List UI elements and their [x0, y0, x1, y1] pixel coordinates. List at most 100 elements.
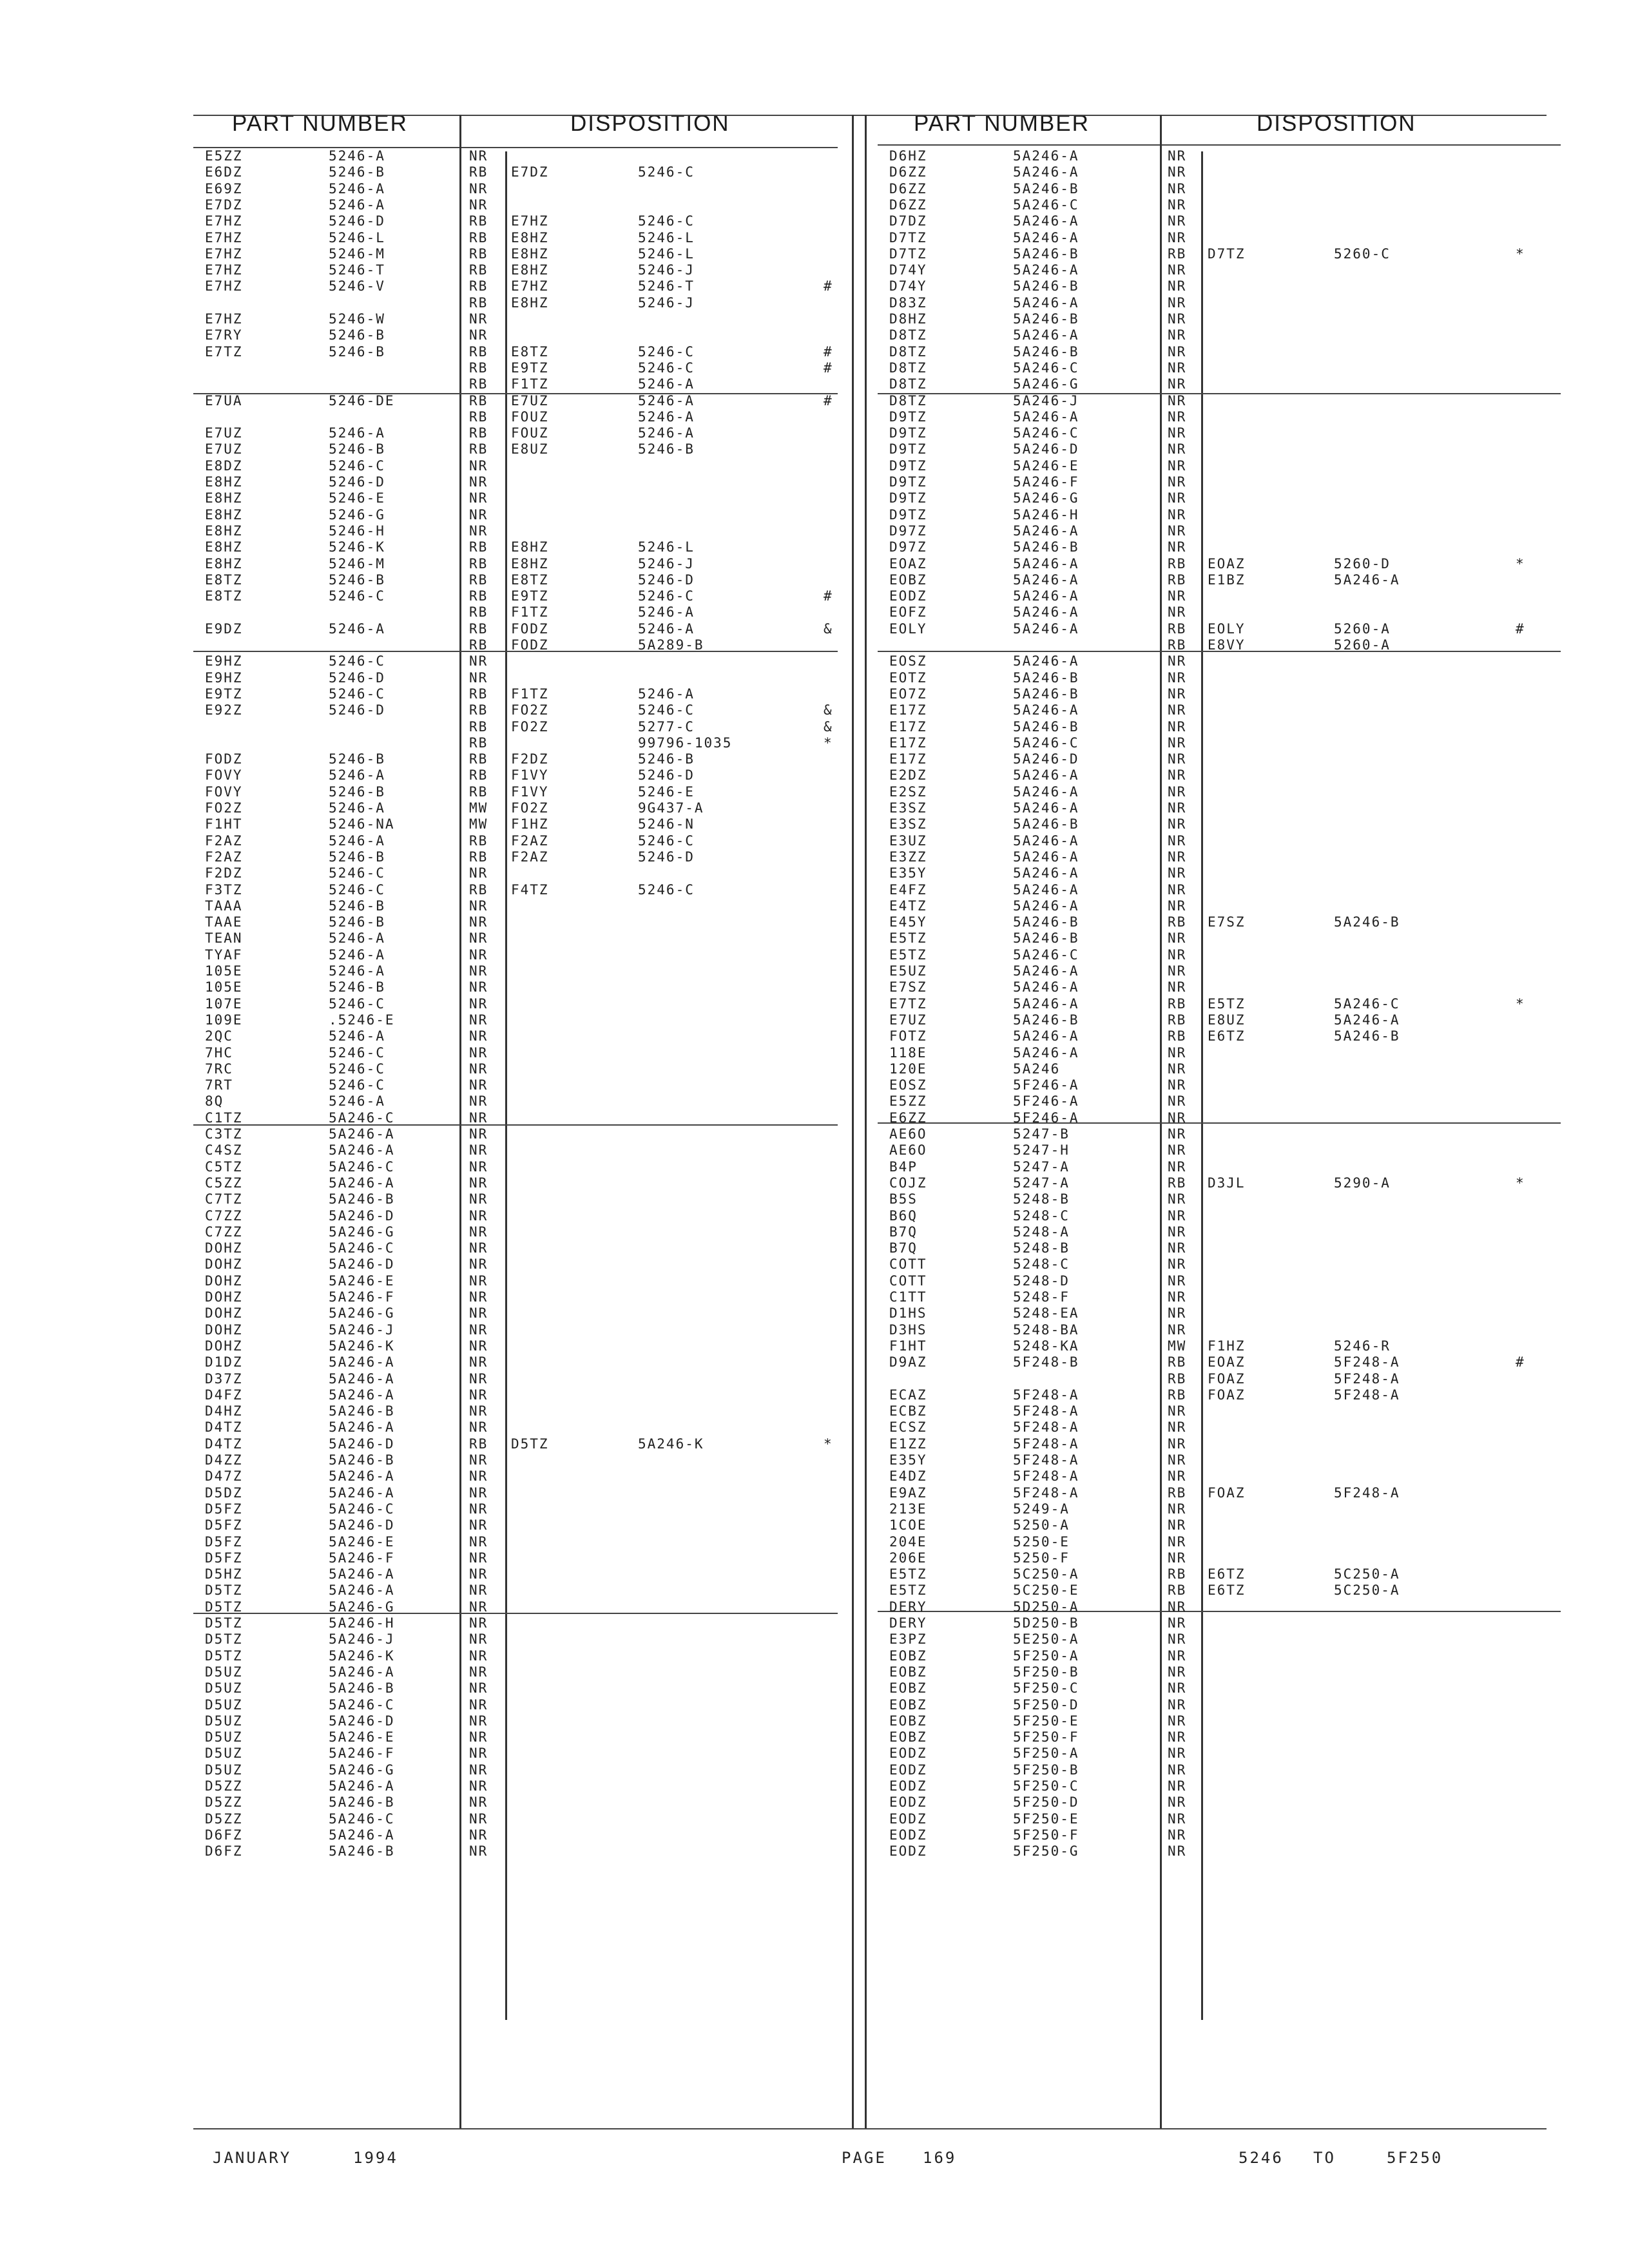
part-prefix: 118E — [889, 1044, 927, 1061]
disposition-code: NR — [469, 1811, 488, 1827]
replacement-number: 5290-A — [1334, 1175, 1391, 1191]
disposition-code: NR — [469, 311, 488, 327]
part-prefix: E8HZ — [205, 539, 243, 555]
disposition-code: NR — [469, 1501, 488, 1517]
part-prefix: EODZ — [889, 1778, 927, 1794]
disposition-code: NR — [469, 1729, 488, 1745]
part-prefix: EODZ — [889, 1843, 927, 1860]
disposition-code: RB — [469, 620, 488, 637]
replacement-prefix: E8HZ — [511, 229, 549, 245]
part-number: 5F248-A — [1013, 1419, 1079, 1436]
part-number: 5246-E — [329, 490, 385, 506]
replacement-prefix: FOUZ — [511, 408, 549, 425]
header-bottom-rule-left — [193, 147, 838, 148]
note-mark: * — [824, 735, 833, 751]
disposition-code: NR — [1168, 1745, 1187, 1762]
replacement-prefix: FO2Z — [511, 800, 549, 816]
part-prefix: E3UZ — [889, 832, 927, 849]
part-prefix: 204E — [889, 1533, 927, 1550]
disposition-code: NR — [469, 1191, 488, 1207]
part-prefix: D9AZ — [889, 1354, 927, 1370]
part-prefix: TEAN — [205, 930, 243, 947]
disposition-code: NR — [469, 1664, 488, 1680]
disposition-code: RB — [469, 718, 488, 735]
disposition-code: NR — [469, 457, 488, 474]
part-number: 5A246 — [1013, 1061, 1061, 1077]
disposition-code: NR — [1168, 1550, 1187, 1566]
part-number: 5246-C — [329, 686, 385, 702]
part-prefix: E4TZ — [889, 898, 927, 914]
part-number: 5A246-H — [1013, 506, 1079, 523]
disposition-code: NR — [469, 1582, 488, 1599]
disposition-code: NR — [1168, 457, 1187, 474]
part-number: 5248-BA — [1013, 1321, 1079, 1338]
part-prefix: EO7Z — [889, 686, 927, 702]
replacement-number: 5246-D — [638, 572, 695, 588]
disposition-code: NR — [1168, 1843, 1187, 1860]
part-number: 5A246-A — [329, 1468, 395, 1485]
replacement-prefix: FOAZ — [1208, 1370, 1246, 1387]
disposition-code: NR — [1168, 1778, 1187, 1794]
part-prefix: E3PZ — [889, 1631, 927, 1648]
part-prefix: E7UA — [205, 392, 243, 408]
disposition-code: NR — [469, 180, 488, 197]
part-prefix: D5HZ — [205, 1566, 243, 1582]
part-number: 5A246-A — [1013, 604, 1079, 620]
replacement-number: 5246-D — [638, 767, 695, 783]
part-prefix: E9AZ — [889, 1485, 927, 1501]
part-prefix: D8TZ — [889, 360, 927, 376]
part-prefix: E5TZ — [889, 947, 927, 963]
note-mark: # — [824, 588, 833, 604]
part-prefix: EODZ — [889, 1762, 927, 1778]
replacement-number: 5246-A — [638, 408, 695, 425]
disposition-code: NR — [469, 1370, 488, 1387]
part-prefix: E8HZ — [205, 506, 243, 523]
disposition-code: RB — [469, 735, 488, 751]
part-number: 5246-C — [329, 865, 385, 881]
part-prefix: D9TZ — [889, 425, 927, 441]
part-number: 5246-B — [329, 327, 385, 343]
group-separator — [878, 393, 1561, 394]
disposition-code: NR — [469, 1566, 488, 1582]
replacement-number: 5246-C — [638, 360, 695, 376]
disposition-code: RB — [1168, 914, 1187, 930]
part-prefix: E3ZZ — [889, 849, 927, 865]
replacement-number: 5246-C — [638, 881, 695, 898]
note-mark: * — [1516, 245, 1525, 262]
part-prefix: F2AZ — [205, 832, 243, 849]
part-prefix: E4DZ — [889, 1468, 927, 1485]
part-number: 5A246-E — [329, 1533, 395, 1550]
disposition-code: NR — [1168, 1158, 1187, 1175]
disposition-code: NR — [1168, 1321, 1187, 1338]
disposition-code: NR — [1168, 1599, 1187, 1615]
